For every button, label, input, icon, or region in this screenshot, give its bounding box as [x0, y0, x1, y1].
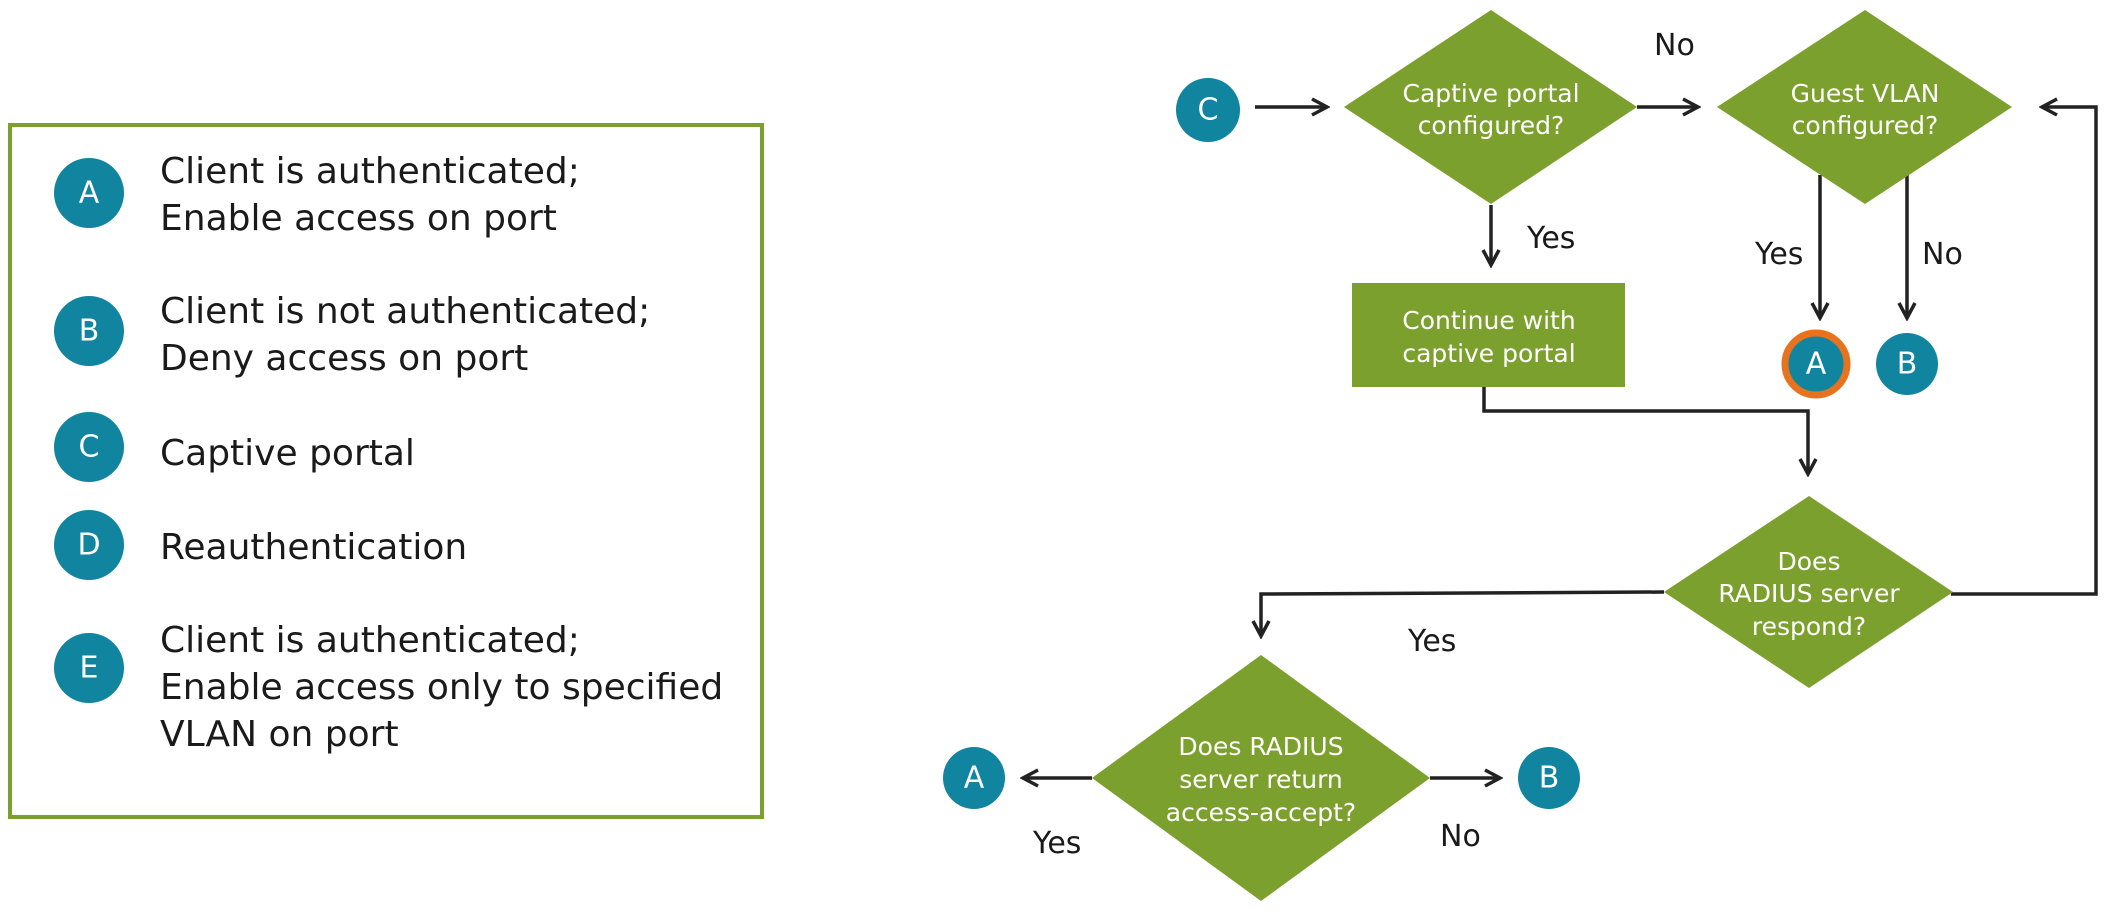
- legend-badge-e: [54, 633, 124, 703]
- radius-respond-label-line-3: respond?: [1752, 612, 1866, 641]
- legend-badge-d: [54, 510, 124, 580]
- legend-item-b-line-2: Deny access on port: [160, 338, 528, 379]
- accept-no-badge-b: [1518, 747, 1580, 809]
- legend-badge-a-letter: A: [79, 176, 100, 211]
- captive-portal-label-line-2: configured?: [1418, 111, 1565, 140]
- captive-no-label: No: [1654, 28, 1695, 63]
- captive-portal-label-line-1: Captive portal: [1402, 79, 1579, 108]
- captive-yes-label: Yes: [1526, 221, 1575, 256]
- radius-respond-diamond: [1664, 496, 1953, 688]
- radius-respond-label-line-1: Does: [1778, 547, 1841, 576]
- radius-accept-outcomes: A B: [943, 747, 1580, 809]
- legend-badge-c-letter: C: [79, 430, 100, 465]
- captive-portal-diamond: [1344, 10, 1637, 204]
- legend-item-b: B Client is not authenticated; Deny acce…: [54, 291, 650, 379]
- legend-item-d-line-1: Reauthentication: [160, 527, 467, 568]
- legend-item-b-line-1: Client is not authenticated;: [160, 291, 650, 332]
- start-badge-c-letter: C: [1198, 93, 1219, 128]
- edge-radius-no-response-loop: [1951, 107, 2098, 596]
- legend-item-e-line-1: Client is authenticated;: [160, 620, 580, 661]
- radius-yes-label: Yes: [1407, 624, 1456, 659]
- accept-yes-badge-a-letter: A: [964, 761, 985, 796]
- radius-respond-label-line-2: RADIUS server: [1718, 579, 1900, 608]
- legend-badge-b-letter: B: [79, 314, 100, 349]
- guest-vlan-yes-badge-a: [1781, 329, 1851, 399]
- radius-accept-diamond: [1092, 655, 1430, 901]
- connectors: [1023, 107, 2098, 778]
- accept-no-badge-b-letter: B: [1539, 761, 1560, 796]
- radius-respond-decision: Does RADIUS server respond?: [1664, 496, 1953, 688]
- guest-vlan-yes-badge-a-letter: A: [1806, 347, 1827, 382]
- legend-badge-e-letter: E: [80, 651, 99, 686]
- start-badge-c: [1176, 78, 1240, 142]
- legend-item-d: D Reauthentication: [54, 510, 467, 580]
- guest-vlan-no-badge-b: [1876, 333, 1938, 395]
- radius-accept-label-line-1: Does RADIUS: [1178, 732, 1343, 761]
- continue-captive-portal-line-2: captive portal: [1402, 339, 1575, 368]
- legend-item-e-line-2: Enable access only to specified: [160, 667, 723, 708]
- guest-vlan-diamond: [1717, 10, 2012, 204]
- continue-captive-portal-line-1: Continue with: [1402, 306, 1575, 335]
- edge-labels: No Yes Yes No Yes Yes No: [1032, 28, 1963, 861]
- radius-accept-label-line-2: server return: [1179, 765, 1343, 794]
- edge-portal-to-radius: [1482, 387, 1808, 474]
- accept-yes-badge-a: [943, 747, 1005, 809]
- edge-radius-yes: [1261, 590, 1665, 636]
- continue-captive-portal-step: Continue with captive portal: [1352, 283, 1625, 387]
- guest-vlan-label-line-1: Guest VLAN: [1791, 79, 1940, 108]
- guest-yes-label: Yes: [1754, 237, 1803, 272]
- guest-no-label: No: [1922, 237, 1963, 272]
- captive-portal-decision: Captive portal configured?: [1344, 10, 1637, 204]
- legend-badge-d-letter: D: [77, 528, 100, 563]
- legend-badge-c: [54, 412, 124, 482]
- guest-vlan-no-badge-b-letter: B: [1897, 347, 1918, 382]
- legend-item-c: C Captive portal: [54, 412, 415, 482]
- radius-accept-decision: Does RADIUS server return access-accept?: [1092, 655, 1430, 901]
- guest-vlan-decision: Guest VLAN configured?: [1717, 10, 2012, 204]
- legend-item-e: E Client is authenticated; Enable access…: [54, 620, 723, 755]
- start-node: C: [1176, 78, 1240, 142]
- accept-yes-label: Yes: [1032, 826, 1081, 861]
- legend-item-a-line-2: Enable access on port: [160, 198, 557, 239]
- radius-accept-label-line-3: access-accept?: [1166, 798, 1356, 827]
- legend-item-a: A Client is authenticated; Enable access…: [54, 151, 580, 239]
- legend-item-e-line-3: VLAN on port: [160, 714, 399, 755]
- legend: A Client is authenticated; Enable access…: [8, 123, 764, 819]
- legend-item-c-line-1: Captive portal: [160, 433, 415, 474]
- legend-badge-a: [54, 158, 124, 228]
- guest-vlan-label-line-2: configured?: [1792, 111, 1939, 140]
- legend-box: [8, 123, 764, 819]
- legend-badge-b: [54, 296, 124, 366]
- legend-item-a-line-1: Client is authenticated;: [160, 151, 580, 192]
- guest-vlan-outcomes: A B: [1781, 329, 1938, 399]
- continue-captive-portal-box: [1352, 283, 1625, 387]
- accept-no-label: No: [1440, 819, 1481, 854]
